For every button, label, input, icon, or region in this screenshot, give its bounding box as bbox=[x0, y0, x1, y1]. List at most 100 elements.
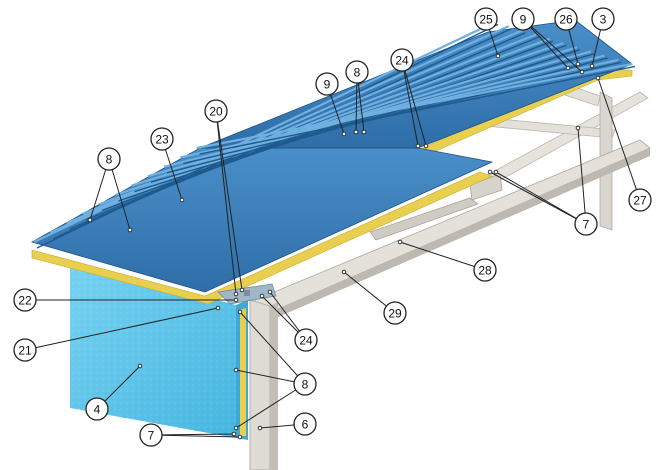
leader-endpoint bbox=[353, 129, 359, 135]
leader-line bbox=[239, 311, 306, 385]
leader-line bbox=[235, 383, 306, 429]
callout-c3: 3 bbox=[589, 7, 615, 69]
leader-endpoint bbox=[397, 239, 403, 245]
leader-endpoint bbox=[231, 431, 237, 437]
leader-endpoint bbox=[595, 75, 601, 81]
leader-endpoint bbox=[233, 425, 239, 431]
callout-c22: 22 bbox=[13, 288, 239, 312]
leader-line bbox=[399, 241, 486, 271]
callout-badge bbox=[13, 288, 37, 312]
callout-c29: 29 bbox=[341, 269, 407, 325]
leader-endpoint bbox=[233, 297, 239, 303]
leader-endpoint bbox=[237, 309, 243, 315]
callout-label: 26 bbox=[559, 13, 573, 27]
leader-endpoint bbox=[215, 305, 221, 311]
callout-badge bbox=[13, 338, 37, 362]
callout-label: 23 bbox=[155, 133, 169, 147]
callout-badge bbox=[511, 7, 535, 31]
callout-c25: 25 bbox=[474, 7, 501, 59]
leader-line bbox=[522, 18, 583, 73]
callout-c20: 20 bbox=[204, 99, 245, 297]
callout-c6: 6 bbox=[257, 412, 317, 436]
leader-endpoint bbox=[233, 367, 239, 373]
callout-c28: 28 bbox=[397, 239, 497, 282]
leader-endpoint bbox=[423, 143, 429, 149]
callout-c23: 23 bbox=[150, 127, 185, 203]
leader-endpoint bbox=[495, 53, 501, 59]
callout-badge bbox=[150, 127, 174, 151]
leader-endpoint bbox=[575, 125, 581, 131]
callout-label: 4 bbox=[94, 403, 101, 417]
callout-label: 6 bbox=[302, 418, 309, 432]
leader-endpoint bbox=[579, 69, 585, 75]
eave-beam-shadow bbox=[262, 148, 650, 324]
leader-line bbox=[597, 77, 641, 201]
callout-c27: 27 bbox=[595, 75, 652, 212]
callout-c8b: 8 bbox=[87, 147, 133, 233]
callout-label: 25 bbox=[479, 13, 493, 27]
callout-badge bbox=[554, 7, 578, 31]
callout-badge bbox=[204, 99, 228, 123]
roof-ribs bbox=[33, 21, 636, 249]
callout-c24a: 24 bbox=[390, 48, 429, 149]
callout-badge bbox=[293, 372, 317, 396]
callout-c7b: 7 bbox=[139, 423, 243, 447]
leader-endpoint bbox=[589, 63, 595, 69]
leader-endpoint bbox=[257, 425, 263, 431]
callout-label: 7 bbox=[583, 218, 590, 232]
callout-c21: 21 bbox=[13, 305, 221, 362]
leader-endpoint bbox=[259, 293, 265, 299]
callout-badge bbox=[293, 412, 317, 436]
callout-c7a: 7 bbox=[487, 125, 598, 236]
callout-c8c: 8 bbox=[233, 309, 317, 431]
callout-badge bbox=[383, 301, 407, 325]
callout-c26: 26 bbox=[554, 7, 581, 67]
leader-endpoint bbox=[233, 291, 239, 297]
insulation-front bbox=[31, 171, 493, 305]
leader-line bbox=[577, 127, 587, 225]
callout-label: 22 bbox=[18, 294, 32, 308]
callout-badge bbox=[591, 7, 615, 31]
roof-rib-shadow bbox=[134, 48, 581, 193]
roof-rib-shadow bbox=[150, 53, 595, 183]
leader-endpoint bbox=[493, 169, 499, 175]
leader-endpoint bbox=[487, 169, 493, 175]
callout-c24b: 24 bbox=[259, 289, 318, 352]
callout-label: 7 bbox=[148, 429, 155, 443]
callout-badge bbox=[628, 188, 652, 212]
callout-label: 9 bbox=[324, 78, 331, 92]
leader-line bbox=[215, 110, 243, 291]
callout-c9a: 9 bbox=[511, 7, 585, 75]
leader-endpoint bbox=[179, 197, 185, 203]
callout-c8a: 8 bbox=[345, 60, 369, 135]
callout-badge bbox=[97, 147, 121, 171]
cross-purlin bbox=[369, 197, 479, 241]
leader-line bbox=[24, 307, 219, 351]
leader-line bbox=[489, 171, 587, 225]
leader-endpoint bbox=[267, 289, 273, 295]
callout-label: 28 bbox=[478, 264, 492, 278]
fastener bbox=[244, 290, 250, 296]
callout-badge bbox=[390, 48, 414, 72]
leader-line bbox=[150, 434, 241, 438]
callout-label: 20 bbox=[209, 105, 223, 119]
leader-endpoint bbox=[137, 363, 143, 369]
leader-line bbox=[215, 110, 237, 295]
callout-label: 8 bbox=[302, 378, 309, 392]
callout-badge bbox=[473, 258, 497, 282]
steel-frame bbox=[249, 83, 651, 470]
purlin-bracket bbox=[469, 173, 503, 201]
callout-badge bbox=[345, 60, 369, 84]
callout-label: 3 bbox=[600, 13, 607, 27]
column-front-side bbox=[270, 302, 278, 470]
leader-line bbox=[401, 59, 419, 147]
callout-label: 9 bbox=[520, 13, 527, 27]
leader-endpoint bbox=[87, 217, 93, 223]
callout-badge bbox=[139, 423, 163, 447]
callout-badge bbox=[574, 212, 598, 236]
callout-label: 29 bbox=[388, 307, 402, 321]
leader-endpoint bbox=[127, 227, 133, 233]
